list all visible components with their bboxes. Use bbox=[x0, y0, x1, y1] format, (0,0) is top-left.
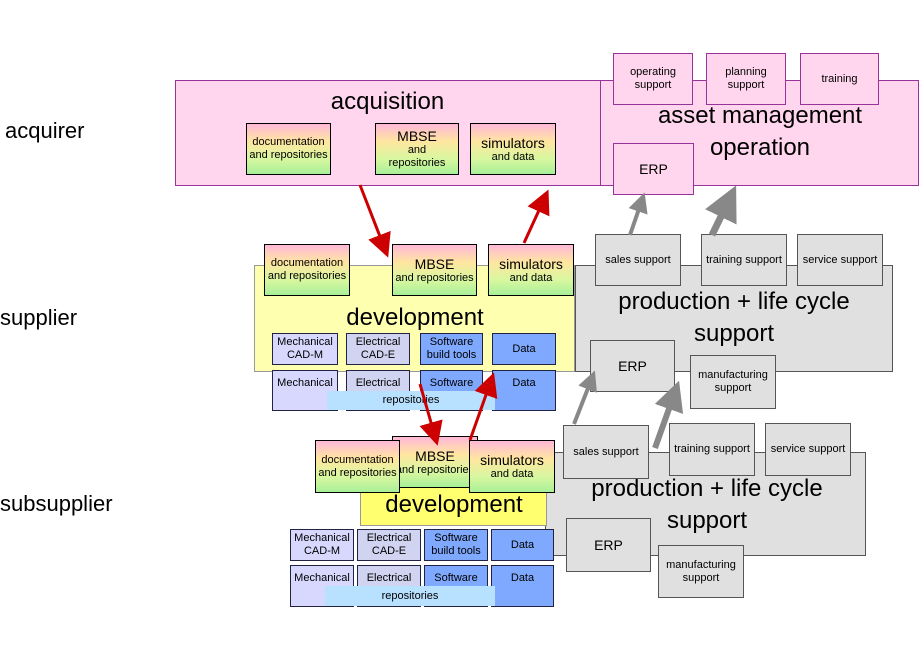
sub-mbse-label: MBSE bbox=[415, 447, 455, 464]
arrow-sub-training-to-sup bbox=[652, 380, 684, 450]
sup-documentation-box[interactable]: documentation and repositories bbox=[264, 244, 350, 296]
lane-label-subsupplier: subsupplier bbox=[0, 491, 113, 516]
sub-manufacturing-support-box[interactable]: manufacturing support bbox=[658, 545, 744, 598]
lane-label-supplier: supplier bbox=[0, 305, 78, 330]
sup-data-repo-box[interactable]: Data bbox=[492, 370, 556, 411]
sup-mechanical-cad-box[interactable]: Mechanical CAD-M bbox=[272, 333, 338, 365]
acq-simulators-box[interactable]: simulators and data bbox=[470, 123, 556, 175]
arrow-sup-sim-to-acq bbox=[522, 189, 550, 244]
arrow-acq-to-sup-mbse bbox=[358, 184, 391, 258]
sub-electrical-cad-box[interactable]: Electrical CAD-E bbox=[357, 529, 421, 561]
sub-simulators-sub: and data bbox=[490, 468, 534, 480]
sup-electrical-cad-box[interactable]: Electrical CAD-E bbox=[346, 333, 410, 365]
planning-support-box[interactable]: planning support bbox=[706, 53, 786, 105]
arrow-sup-training-to-acq bbox=[705, 185, 737, 237]
sup-simulators-label: simulators bbox=[499, 255, 563, 272]
sub-simulators-box[interactable]: simulators and data bbox=[469, 440, 555, 493]
acq-mbse-box[interactable]: MBSE and repositories bbox=[375, 123, 459, 175]
asset-management-title: asset management operation bbox=[657, 102, 863, 161]
sub-sales-support-box[interactable]: sales support bbox=[563, 425, 649, 479]
arrow-sup-sales-to-acq-erp bbox=[628, 192, 648, 236]
sub-software-tools-box[interactable]: Software build tools bbox=[424, 529, 488, 561]
acq-documentation-box[interactable]: documentation and repositories bbox=[246, 123, 331, 175]
sup-mbse-sub: and repositories bbox=[395, 271, 474, 284]
acq-mbse-label: MBSE bbox=[397, 128, 437, 144]
acq-mbse-sub: and repositories bbox=[388, 144, 446, 169]
sub-training-support-box[interactable]: training support bbox=[669, 423, 755, 476]
sub-service-support-box[interactable]: service support bbox=[765, 423, 851, 476]
sup-software-tools-box[interactable]: Software build tools bbox=[420, 333, 483, 365]
sup-simulators-box[interactable]: simulators and data bbox=[488, 244, 574, 296]
arrow-sub-sim-to-sup bbox=[468, 372, 498, 441]
sup-manufacturing-support-box[interactable]: manufacturing support bbox=[690, 355, 776, 409]
sup-sales-support-box[interactable]: sales support bbox=[595, 234, 681, 286]
sup-data-tools-box[interactable]: Data bbox=[492, 333, 556, 365]
lane-label-acquirer: acquirer bbox=[5, 118, 85, 143]
sup-simulators-sub: and data bbox=[509, 271, 553, 284]
acq-erp-box[interactable]: ERP bbox=[613, 143, 694, 195]
sub-simulators-label: simulators bbox=[480, 452, 544, 468]
sub-repositories-label: repositories bbox=[325, 586, 495, 606]
sub-data-tools-box[interactable]: Data bbox=[491, 529, 554, 561]
sub-data-repo-box[interactable]: Data bbox=[491, 565, 554, 607]
sup-mbse-label: MBSE bbox=[414, 255, 455, 272]
subsupplier-production-title: production + life cycle support bbox=[591, 475, 823, 534]
acq-simulators-label: simulators bbox=[481, 134, 545, 151]
acquirer-divider bbox=[600, 80, 601, 186]
sup-service-support-box[interactable]: service support bbox=[797, 234, 883, 286]
arrow-sup-to-sub-mbse bbox=[418, 383, 443, 446]
sub-documentation-box[interactable]: documentation and repositories bbox=[315, 440, 400, 493]
acquisition-title: acquisition bbox=[330, 88, 445, 115]
sub-mechanical-cad-box[interactable]: Mechanical CAD-M bbox=[290, 529, 354, 561]
sup-mbse-box[interactable]: MBSE and repositories bbox=[392, 244, 477, 296]
arrow-sub-sales-to-sup-erp bbox=[572, 370, 597, 425]
subsupplier-development-title: development bbox=[385, 491, 523, 518]
supplier-production-title: production + life cycle support bbox=[618, 288, 850, 347]
operating-support-box[interactable]: operating support bbox=[613, 53, 693, 105]
training-box[interactable]: training bbox=[800, 53, 879, 105]
sub-erp-box[interactable]: ERP bbox=[566, 518, 651, 572]
acq-simulators-sub: and data bbox=[491, 150, 535, 163]
sub-mbse-sub: and repositories bbox=[395, 463, 475, 476]
supplier-development-title: development bbox=[346, 304, 484, 331]
sup-training-support-box[interactable]: training support bbox=[701, 234, 787, 286]
